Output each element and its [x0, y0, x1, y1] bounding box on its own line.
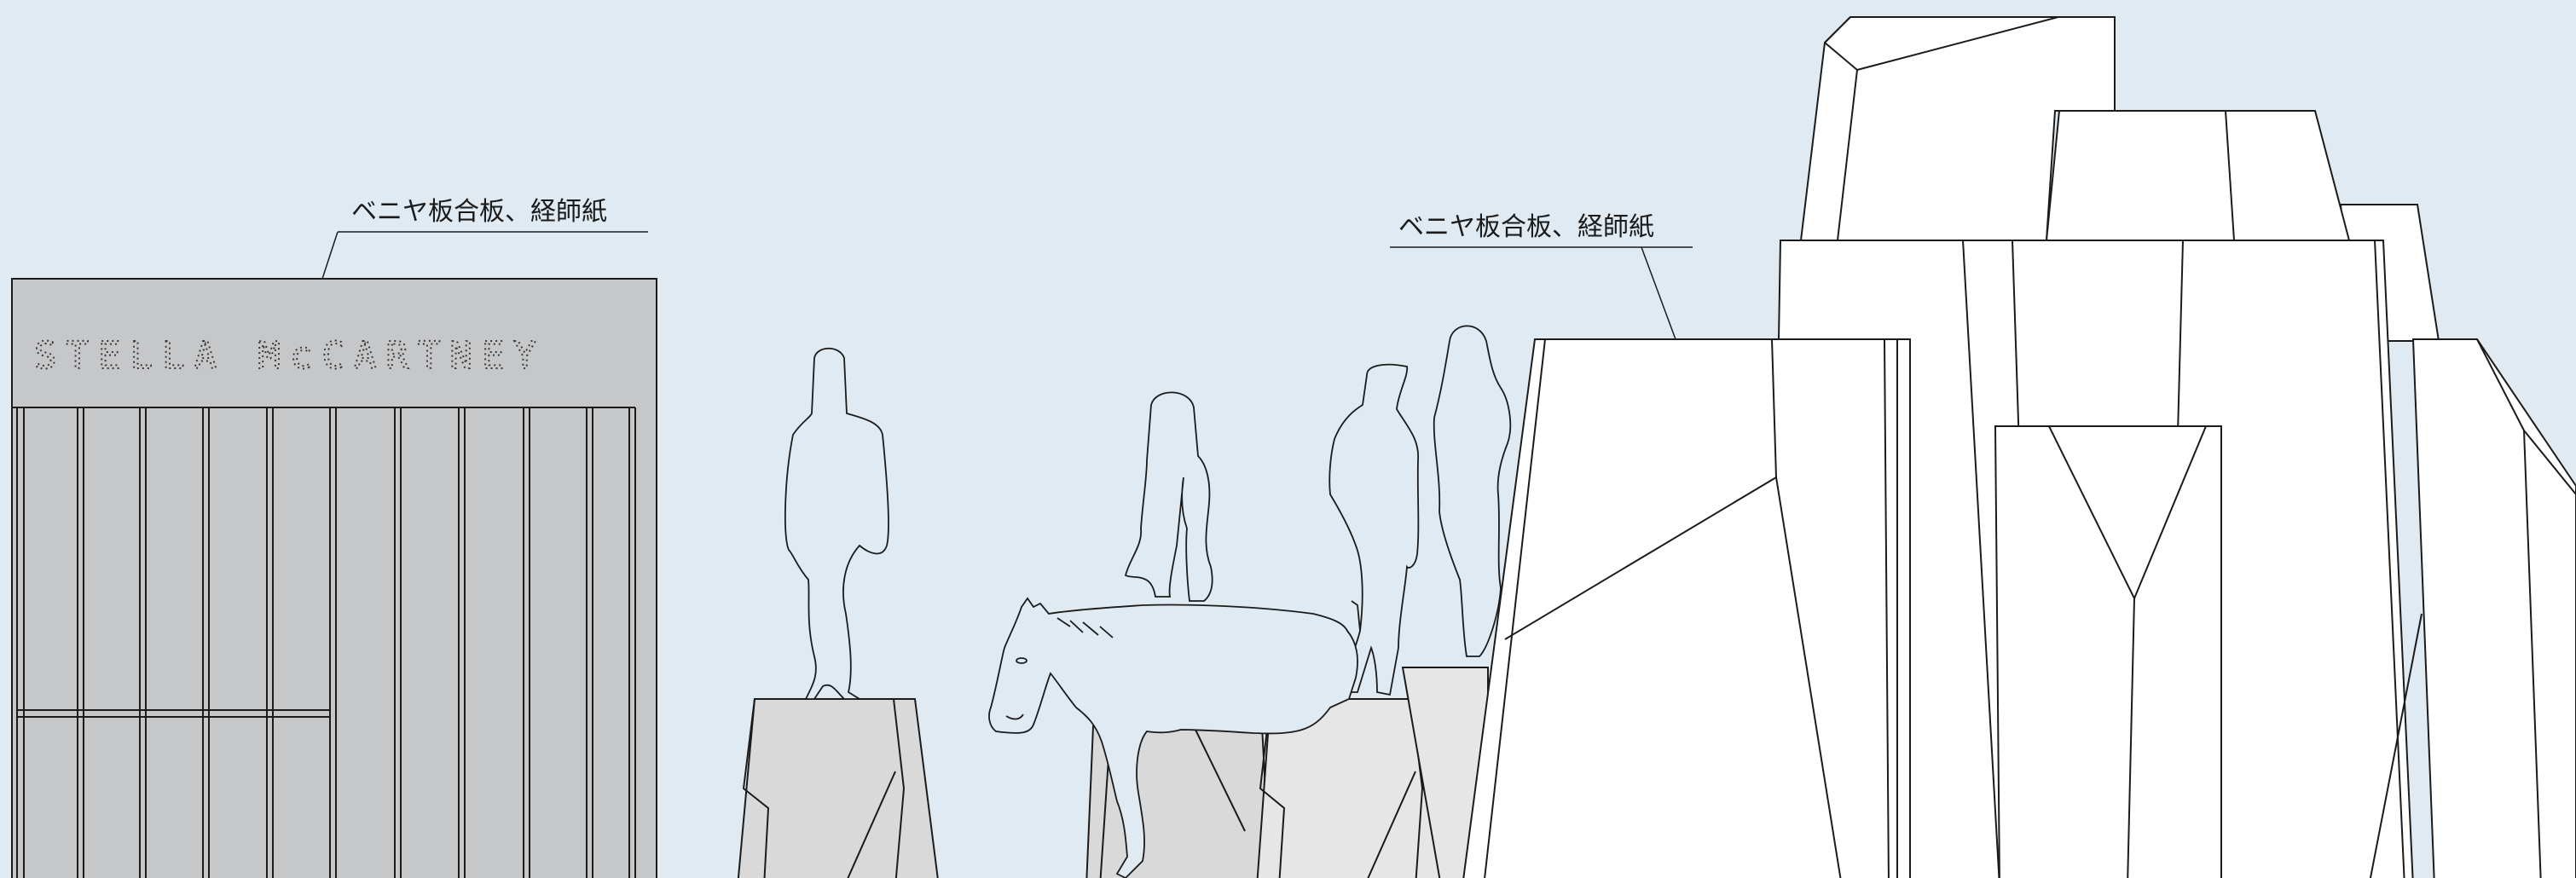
horse-sculpture [988, 597, 1361, 878]
rock-block-front [1462, 338, 1911, 878]
callout-right [1390, 246, 1693, 340]
pedestal-3 [1256, 698, 1458, 878]
figure-3 [1329, 363, 1420, 696]
callout-left [321, 231, 648, 280]
storefront [11, 278, 657, 878]
brand-sign: STELLA McCARTNEY [34, 334, 546, 378]
horse-body [988, 597, 1358, 878]
figure-1 [784, 347, 889, 700]
pedestals [737, 667, 1489, 878]
rock-formation [1462, 16, 2576, 878]
figure-4 [1433, 325, 1512, 657]
human-figures [784, 325, 1512, 700]
callout-left-text: ベニヤ板合板、経師紙 [351, 197, 607, 227]
storefront-facade [11, 278, 657, 878]
window-mullions [16, 407, 636, 878]
pedestal-4 [1401, 667, 1489, 878]
figure-2 [1124, 391, 1213, 602]
horse-eye [1016, 657, 1028, 664]
rock-block-v [1994, 425, 2222, 878]
rock-block-upper [2045, 110, 2351, 241]
callout-right-text: ベニヤ板合板、経師紙 [1398, 212, 1654, 242]
pedestal-1 [737, 698, 939, 878]
rock-tower-top [1799, 16, 2116, 241]
